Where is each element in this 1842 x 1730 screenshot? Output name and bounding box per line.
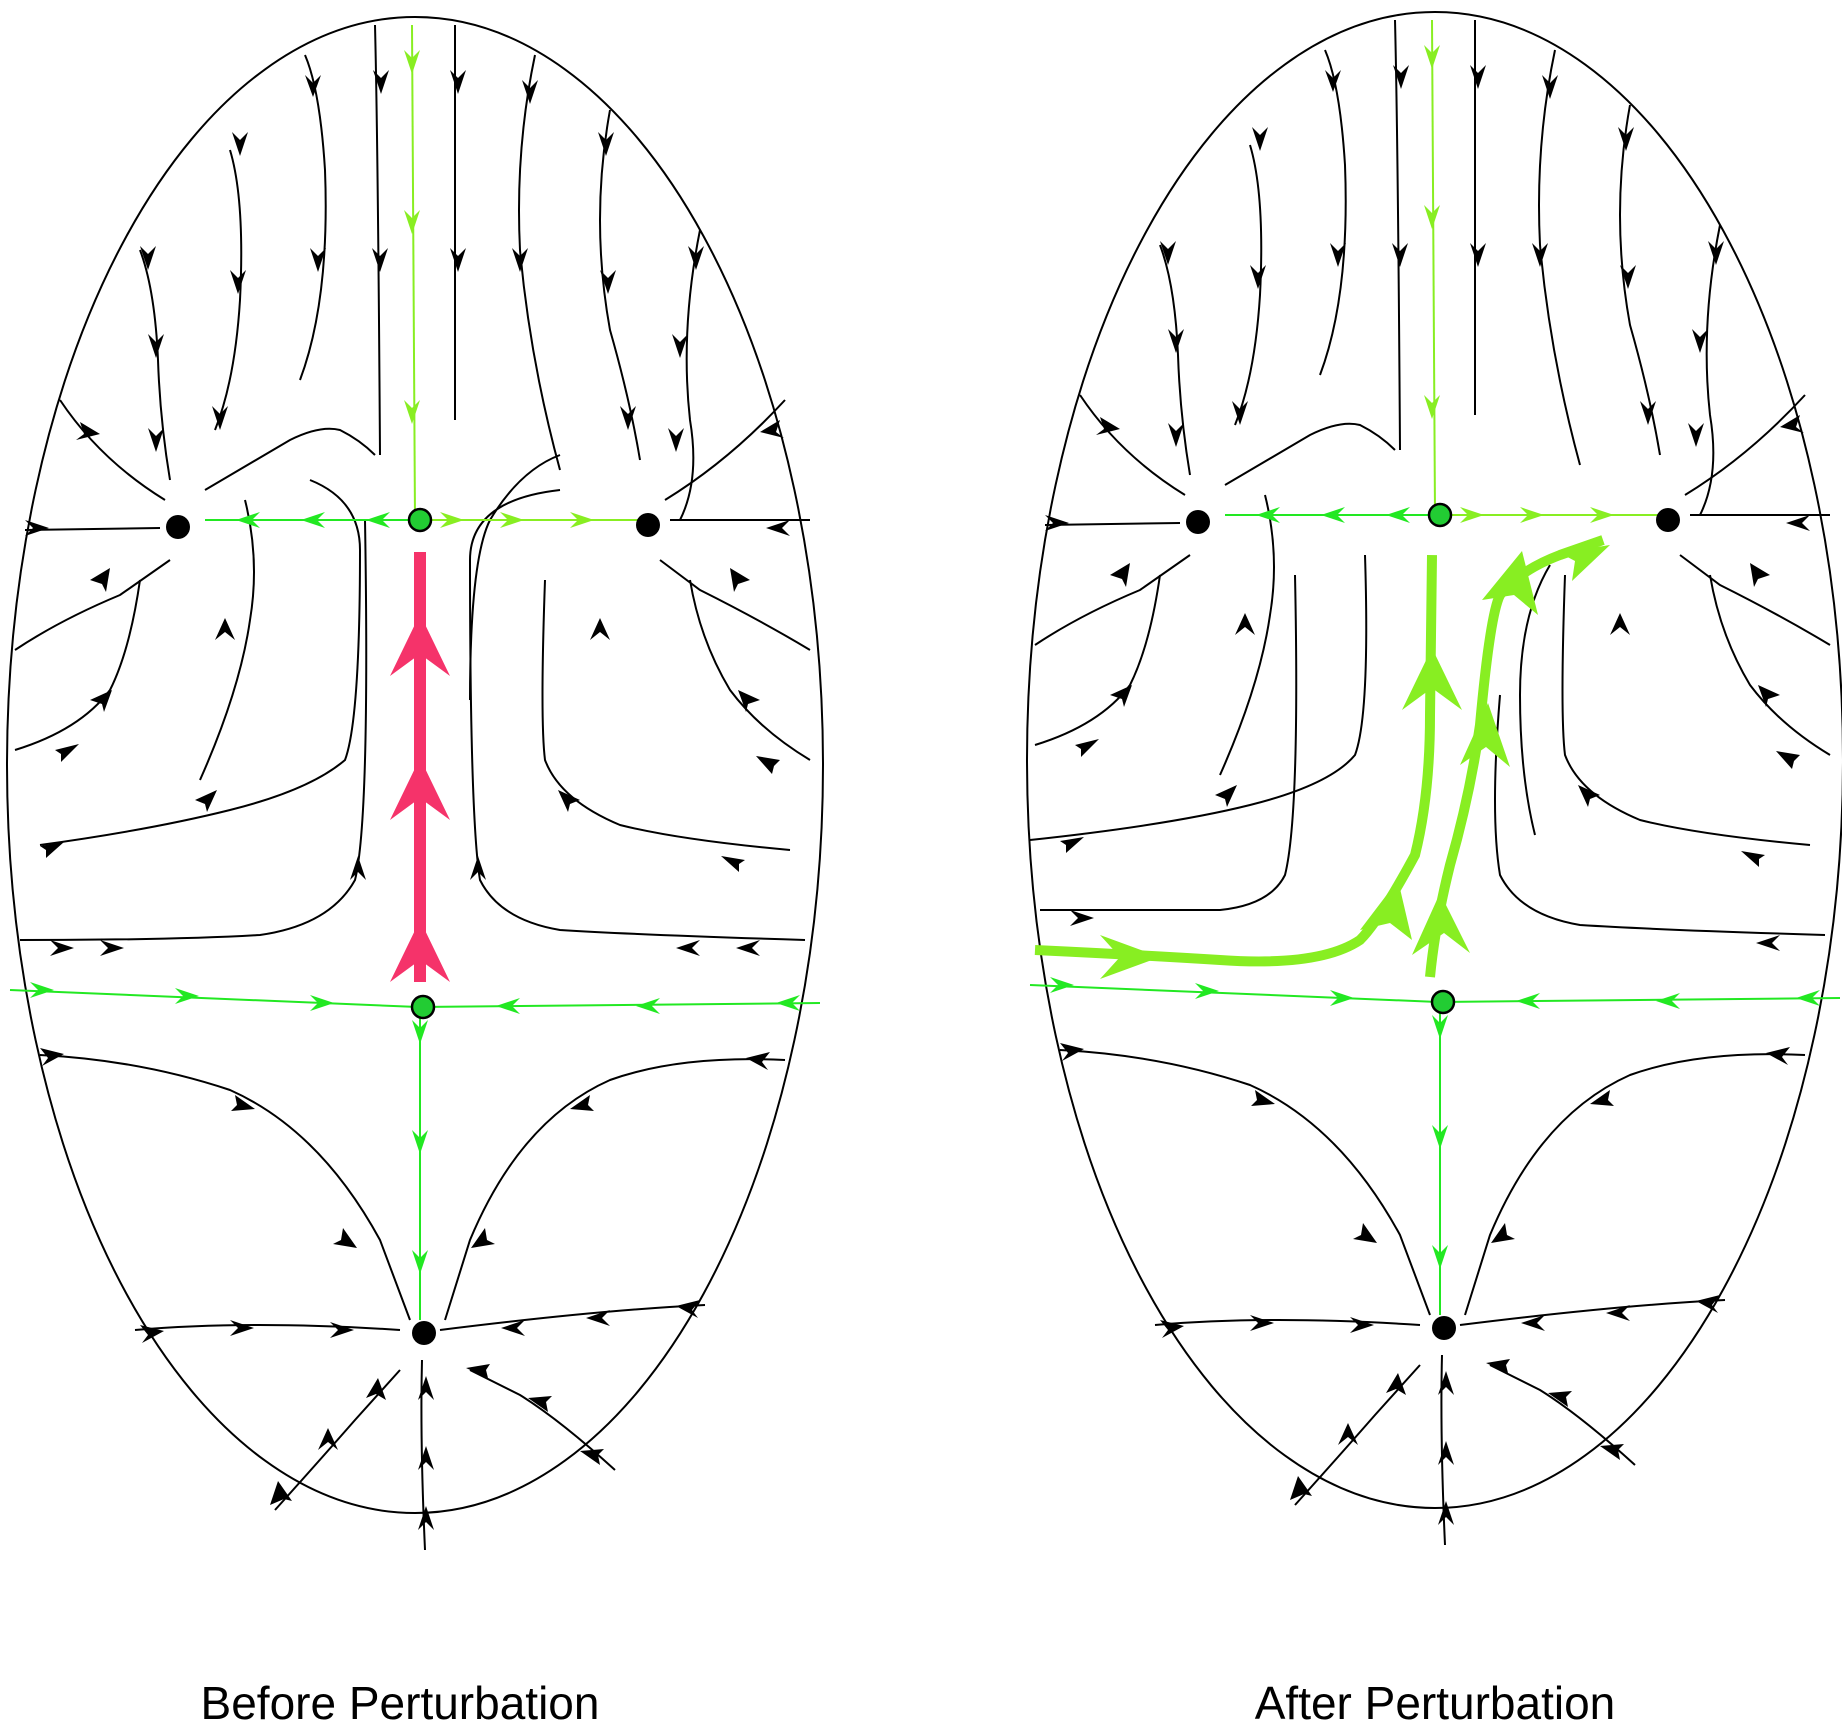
separatrix-arrows (1050, 45, 1820, 1269)
caption-after-perturbation: After Perturbation (1254, 1677, 1616, 1729)
sink-node-right (1656, 508, 1680, 532)
flow-arrows (1045, 65, 1810, 1525)
boundary-ellipse (1026, 11, 1842, 1509)
caption-before-perturbation: Before Perturbation (200, 1677, 600, 1729)
saddle-point-upper (1427, 502, 1453, 528)
sink-node-bottom (412, 1321, 436, 1345)
flow-arrows (25, 70, 790, 1530)
saddle-point-lower (1430, 989, 1456, 1015)
boundary-ellipse (6, 16, 824, 1514)
sink-node-left (1186, 510, 1210, 534)
flow-lines (14, 24, 811, 1551)
heteroclinic-connection (390, 552, 450, 982)
saddle-point-upper (407, 507, 433, 533)
saddle-point-lower (410, 994, 436, 1020)
sink-node-bottom (1432, 1316, 1456, 1340)
sink-node-right (636, 513, 660, 537)
separatrix-arrows (30, 50, 800, 1274)
perturbed-manifold-arrows (1100, 545, 1610, 979)
panel-after (1026, 11, 1842, 1546)
sink-node-left (166, 515, 190, 539)
panel-before (6, 16, 824, 1551)
perturbed-manifolds (1034, 535, 1605, 978)
